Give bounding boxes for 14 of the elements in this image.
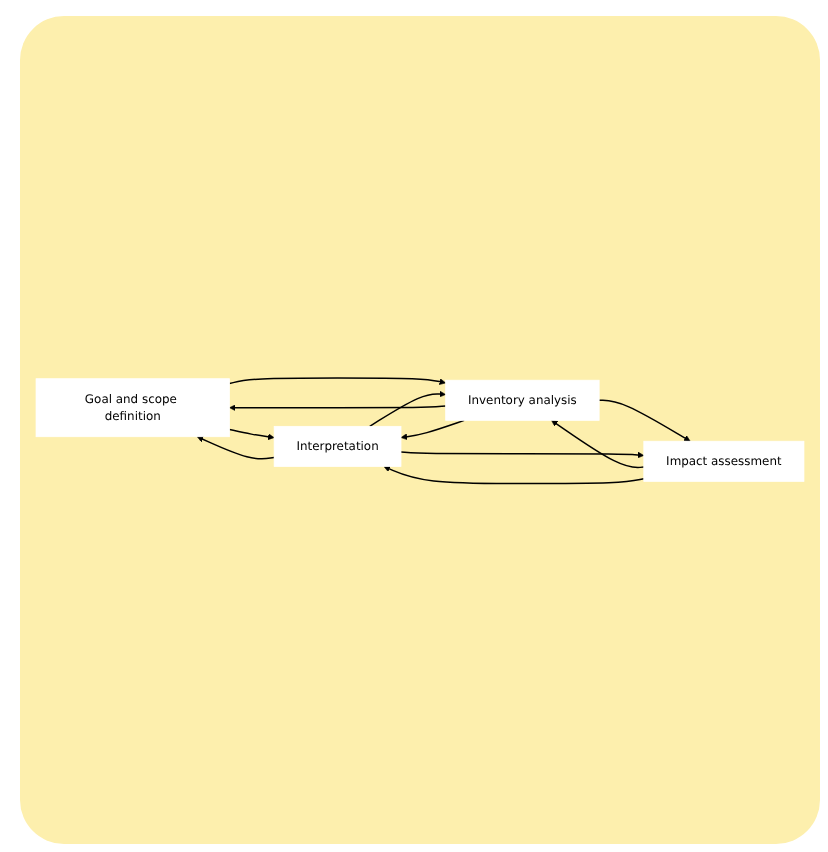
- node-box: [643, 440, 805, 481]
- arrow: [196, 435, 275, 459]
- arrow: [228, 427, 275, 440]
- arrow: [383, 465, 645, 484]
- arrow: [400, 450, 645, 458]
- node-box: [445, 379, 600, 420]
- arrow: [229, 403, 447, 411]
- node-box: [35, 377, 230, 437]
- arrow: [228, 376, 446, 385]
- arrow: [400, 418, 465, 440]
- arrow: [551, 419, 645, 468]
- arrow: [369, 390, 446, 427]
- node-box: [273, 425, 402, 467]
- arrow: [598, 398, 691, 441]
